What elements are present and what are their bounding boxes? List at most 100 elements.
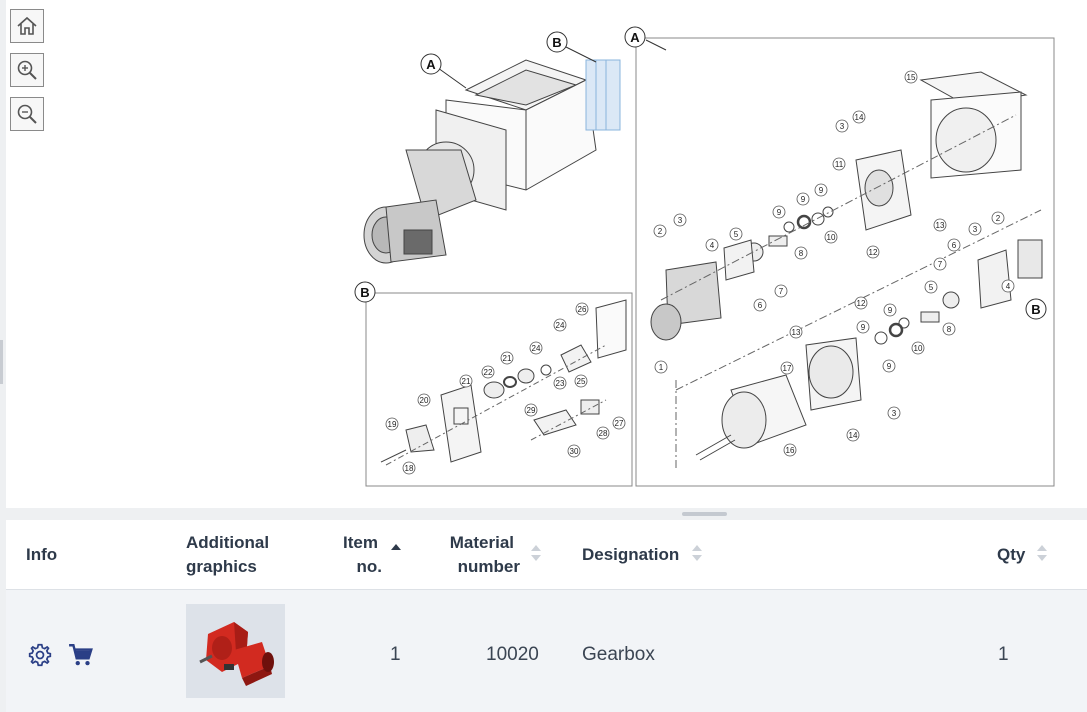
part-balloon[interactable] — [575, 302, 589, 316]
part-balloon[interactable] — [459, 374, 473, 388]
sort-both-icon[interactable] — [531, 544, 541, 562]
part-balloon-label[interactable]: 14 — [855, 113, 864, 122]
part-balloon[interactable] — [846, 428, 860, 442]
part-balloon[interactable] — [612, 416, 626, 430]
part-balloon-label[interactable]: 3 — [892, 409, 897, 418]
part-balloon-label[interactable]: 2 — [996, 214, 1001, 223]
part-balloon[interactable] — [933, 218, 947, 232]
sort-both-icon[interactable] — [692, 544, 702, 562]
part-balloon[interactable] — [904, 70, 918, 84]
part-balloon-label[interactable]: 3 — [840, 122, 845, 131]
part-balloon-label[interactable]: 24 — [556, 321, 565, 330]
part-balloon-label[interactable]: 13 — [936, 221, 945, 230]
part-balloon[interactable] — [824, 230, 838, 244]
part-balloon-label[interactable]: 7 — [938, 260, 943, 269]
part-balloon-label[interactable]: 16 — [786, 446, 795, 455]
part-balloon-label[interactable]: 3 — [678, 216, 683, 225]
part-balloon[interactable] — [947, 238, 961, 252]
part-balloon-label[interactable]: 3 — [973, 225, 978, 234]
part-balloon-label[interactable]: 5 — [734, 230, 739, 239]
part-balloon[interactable] — [856, 320, 870, 334]
part-balloon-label[interactable]: 1 — [659, 363, 664, 372]
part-balloon-label[interactable]: 9 — [819, 186, 824, 195]
part-balloon[interactable] — [942, 322, 956, 336]
part-balloon-label[interactable]: 12 — [869, 248, 878, 257]
part-balloon[interactable] — [832, 157, 846, 171]
sort-both-icon[interactable] — [1037, 544, 1047, 562]
part-balloon-label[interactable]: 26 — [578, 305, 587, 314]
part-balloon[interactable] — [553, 318, 567, 332]
part-balloon-label[interactable]: 21 — [503, 354, 512, 363]
cart-icon[interactable] — [68, 642, 94, 668]
part-balloon[interactable] — [653, 224, 667, 238]
part-balloon-label[interactable]: 2 — [658, 227, 663, 236]
part-balloon[interactable] — [783, 443, 797, 457]
part-balloon[interactable] — [567, 444, 581, 458]
part-balloon[interactable] — [774, 284, 788, 298]
header-material-number[interactable]: Material number — [446, 531, 526, 579]
part-balloon-label[interactable]: 10 — [914, 344, 923, 353]
table-row[interactable]: 1 10020 Gearbox 1 — [6, 590, 1087, 712]
part-balloon-label[interactable]: 9 — [801, 195, 806, 204]
part-balloon[interactable] — [780, 361, 794, 375]
part-balloon-label[interactable]: 8 — [799, 249, 804, 258]
part-balloon-label[interactable]: 21 — [462, 377, 471, 386]
part-balloon-label[interactable]: 5 — [929, 283, 934, 292]
part-balloon[interactable] — [596, 426, 610, 440]
part-balloon[interactable] — [933, 257, 947, 271]
header-qty[interactable]: Qty — [997, 545, 1026, 564]
part-balloon-label[interactable]: 8 — [947, 325, 952, 334]
exploded-drawing[interactable]: A B A B B 122333344556677889999991010111… — [6, 0, 1087, 508]
part-balloon-label[interactable]: 11 — [835, 160, 844, 169]
part-balloon-label[interactable]: 6 — [952, 241, 957, 250]
part-balloon-label[interactable]: 9 — [861, 323, 866, 332]
part-balloon-label[interactable]: 27 — [615, 419, 624, 428]
part-balloon[interactable] — [887, 406, 901, 420]
part-balloon-label[interactable]: 22 — [484, 368, 493, 377]
header-designation[interactable]: Designation — [582, 545, 680, 564]
zoom-in-button[interactable] — [10, 53, 44, 87]
part-balloon[interactable] — [654, 360, 668, 374]
part-balloon[interactable] — [481, 365, 495, 379]
part-balloon-label[interactable]: 13 — [792, 328, 801, 337]
part-balloon[interactable] — [796, 192, 810, 206]
part-balloon-label[interactable]: 6 — [758, 301, 763, 310]
part-balloon[interactable] — [882, 359, 896, 373]
part-balloon-label[interactable]: 10 — [827, 233, 836, 242]
part-balloon[interactable] — [911, 341, 925, 355]
zoom-out-button[interactable] — [10, 97, 44, 131]
part-balloon[interactable] — [729, 227, 743, 241]
part-balloon[interactable] — [574, 374, 588, 388]
part-balloon[interactable] — [814, 183, 828, 197]
part-balloon-label[interactable]: 9 — [777, 208, 782, 217]
part-balloon-label[interactable]: 29 — [527, 406, 536, 415]
part-balloon-label[interactable]: 4 — [710, 241, 715, 250]
part-balloon[interactable] — [402, 461, 416, 475]
part-balloon-label[interactable]: 7 — [779, 287, 784, 296]
part-balloon[interactable] — [794, 246, 808, 260]
part-balloon[interactable] — [835, 119, 849, 133]
part-balloon[interactable] — [968, 222, 982, 236]
part-balloon[interactable] — [385, 417, 399, 431]
part-balloon[interactable] — [753, 298, 767, 312]
part-balloon[interactable] — [924, 280, 938, 294]
part-balloon[interactable] — [991, 211, 1005, 225]
part-balloon-label[interactable]: 15 — [907, 73, 916, 82]
part-balloon[interactable] — [529, 341, 543, 355]
part-balloon-label[interactable]: 14 — [849, 431, 858, 440]
part-balloon[interactable] — [854, 296, 868, 310]
home-button[interactable] — [10, 9, 44, 43]
part-balloon[interactable] — [673, 213, 687, 227]
part-balloon[interactable] — [789, 325, 803, 339]
gear-icon[interactable] — [27, 642, 53, 668]
part-balloon-label[interactable]: 12 — [857, 299, 866, 308]
part-balloon-label[interactable]: 18 — [405, 464, 414, 473]
part-balloon-label[interactable]: 19 — [388, 420, 397, 429]
part-balloon[interactable] — [772, 205, 786, 219]
sort-asc-icon[interactable] — [391, 540, 401, 558]
part-balloon-label[interactable]: 24 — [532, 344, 541, 353]
splitter-grip[interactable] — [682, 512, 727, 516]
part-balloon-label[interactable]: 4 — [1006, 282, 1011, 291]
part-balloon-label[interactable]: 9 — [888, 306, 893, 315]
part-balloon[interactable] — [553, 376, 567, 390]
